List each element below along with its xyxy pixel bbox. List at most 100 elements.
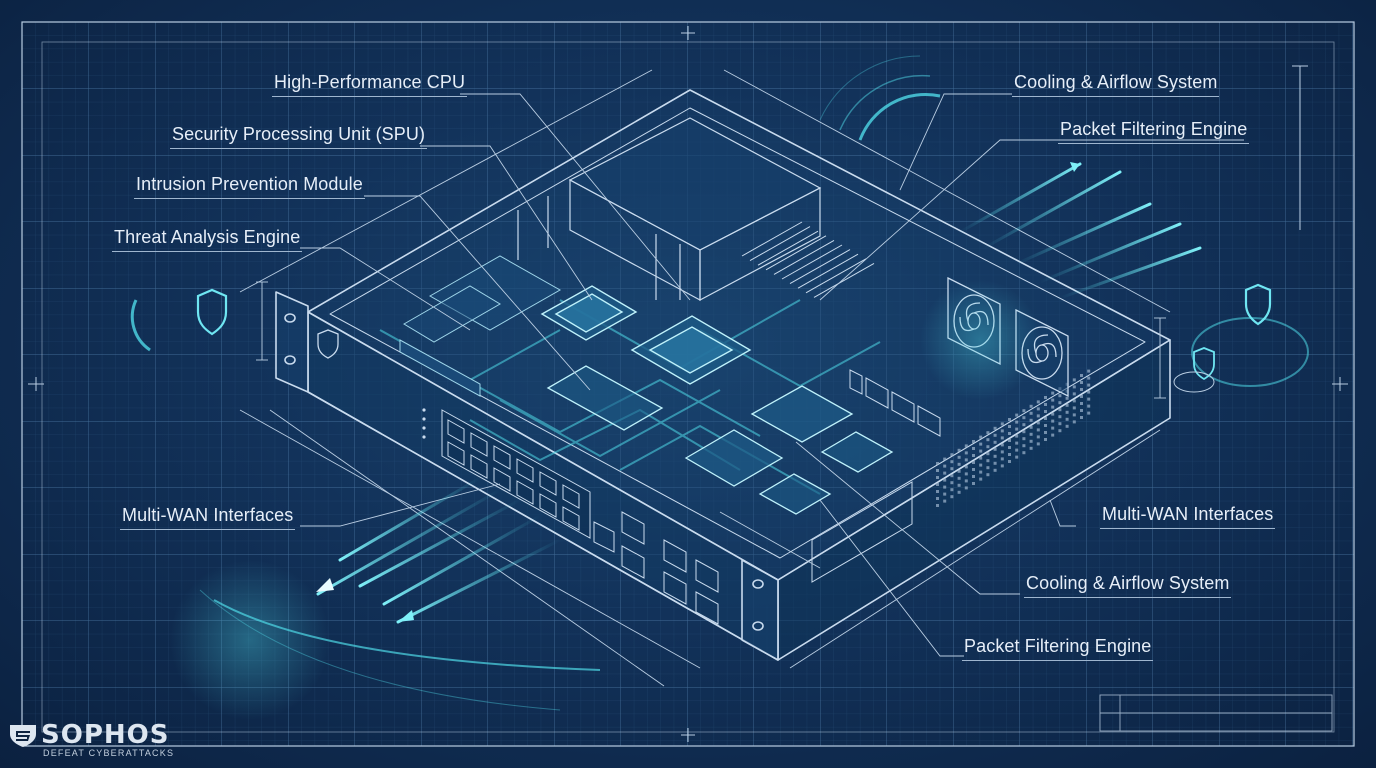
vent-hole bbox=[986, 473, 990, 477]
vent-hole bbox=[1058, 429, 1062, 433]
vent-hole bbox=[1044, 417, 1047, 420]
outer-frame bbox=[21, 21, 1355, 747]
vent-hole bbox=[1022, 437, 1026, 441]
callout-multi-wan-interfaces-right: Multi-WAN Interfaces bbox=[1100, 504, 1276, 529]
vent-hole bbox=[1000, 457, 1004, 461]
heatsink-fin bbox=[765, 235, 827, 271]
vent-hole bbox=[1008, 453, 1011, 456]
vent-hole bbox=[1022, 423, 1026, 427]
heatsink-fin bbox=[797, 253, 859, 289]
vent-hole bbox=[1058, 422, 1062, 426]
vent-hole bbox=[957, 476, 961, 480]
vent-hole bbox=[1029, 432, 1033, 436]
vent-hole bbox=[1072, 378, 1076, 382]
vent-hole bbox=[943, 485, 947, 489]
vent-hole bbox=[1008, 425, 1011, 428]
vent-hole bbox=[1036, 442, 1040, 446]
vent-hole bbox=[936, 490, 939, 493]
ethernet-port bbox=[470, 454, 488, 479]
vent-hole bbox=[1008, 432, 1011, 435]
status-led bbox=[422, 435, 426, 439]
vent-hole bbox=[1051, 391, 1055, 395]
vent-hole bbox=[936, 462, 939, 465]
vent-hole bbox=[1080, 374, 1083, 377]
vent-hole bbox=[979, 477, 983, 481]
brand-tagline: DEFEAT CYBERATTACKS bbox=[43, 748, 175, 758]
ethernet-port bbox=[516, 458, 534, 483]
vent-hole bbox=[1015, 420, 1019, 424]
vent-hole bbox=[964, 458, 968, 462]
vent-hole bbox=[964, 444, 968, 448]
vent-hole bbox=[1022, 409, 1026, 413]
vent-hole bbox=[1065, 396, 1069, 400]
ethernet-port bbox=[516, 480, 534, 505]
vent-hole bbox=[1036, 400, 1040, 404]
vent-hole bbox=[950, 467, 954, 471]
callout-threat-analysis-engine: Threat Analysis Engine bbox=[112, 227, 303, 252]
vent-hole bbox=[936, 497, 939, 500]
vent-hole bbox=[1000, 429, 1004, 433]
shield-pedestal bbox=[1173, 371, 1215, 393]
vent-hole bbox=[1051, 412, 1055, 416]
vent-hole bbox=[936, 483, 939, 486]
vent-hole bbox=[1015, 413, 1019, 417]
vent-hole bbox=[1065, 417, 1069, 421]
heatsink-fin bbox=[781, 244, 843, 280]
daughter-card bbox=[517, 117, 822, 302]
vent-hole bbox=[950, 481, 954, 485]
vent-hole bbox=[1087, 383, 1091, 387]
data-flow-arrows bbox=[316, 162, 1202, 624]
heatsink-fin bbox=[749, 226, 811, 262]
vent-hole bbox=[957, 469, 961, 473]
vent-hole bbox=[1044, 424, 1047, 427]
vent-hole bbox=[1015, 427, 1019, 431]
vent-hole bbox=[1015, 448, 1019, 452]
vent-hole bbox=[1087, 369, 1091, 373]
vent-hole bbox=[1072, 413, 1076, 417]
ethernet-ports bbox=[422, 408, 580, 531]
ethernet-port bbox=[493, 467, 511, 492]
status-led bbox=[422, 417, 426, 421]
vent-hole bbox=[1022, 444, 1026, 448]
vent-hole bbox=[1080, 409, 1083, 412]
callout-cooling-airflow-bottom: Cooling & Airflow System bbox=[1024, 573, 1232, 598]
vent-hole bbox=[972, 454, 975, 457]
vent-hole bbox=[1029, 404, 1033, 408]
vent-hole bbox=[1036, 421, 1040, 425]
vent-hole bbox=[1044, 410, 1047, 413]
vent-hole bbox=[964, 465, 968, 469]
vent-hole bbox=[993, 461, 997, 465]
vent-hole bbox=[993, 468, 997, 472]
vent-hole bbox=[1036, 407, 1040, 411]
vent-hole bbox=[950, 460, 954, 464]
callout-packet-filtering-top: Packet Filtering Engine bbox=[1058, 119, 1250, 144]
vent-hole bbox=[964, 479, 968, 483]
vent-hole bbox=[957, 483, 961, 487]
registration-marks bbox=[28, 26, 1348, 742]
vent-hole bbox=[936, 504, 939, 507]
vent-hole bbox=[993, 440, 997, 444]
vent-hole bbox=[972, 468, 975, 471]
vent-hole bbox=[1015, 441, 1019, 445]
vent-hole bbox=[1080, 402, 1083, 405]
vent-hole bbox=[964, 451, 968, 455]
heatsink-fin bbox=[757, 230, 819, 266]
callout-leaders bbox=[300, 93, 1244, 657]
vent-hole bbox=[979, 470, 983, 474]
vent-hole bbox=[1044, 403, 1047, 406]
motherboard bbox=[379, 255, 881, 495]
vent-hole bbox=[1000, 450, 1004, 454]
vent-hole bbox=[1015, 455, 1019, 459]
vent-hole bbox=[943, 492, 947, 496]
front-port-block bbox=[441, 409, 591, 539]
vent-hole bbox=[957, 455, 961, 459]
vent-hole bbox=[1036, 435, 1040, 439]
vent-hole bbox=[1087, 404, 1091, 408]
callout-high-performance-cpu: High-Performance CPU bbox=[272, 72, 468, 97]
vent-hole bbox=[1036, 414, 1040, 418]
vent-hole bbox=[1029, 446, 1033, 450]
vent-hole bbox=[993, 433, 997, 437]
front-shield-icon bbox=[317, 329, 339, 359]
cpu-chip-icon bbox=[630, 315, 752, 385]
brand-logo: SOPHOS DEFEAT CYBERATTACKS bbox=[8, 720, 174, 758]
